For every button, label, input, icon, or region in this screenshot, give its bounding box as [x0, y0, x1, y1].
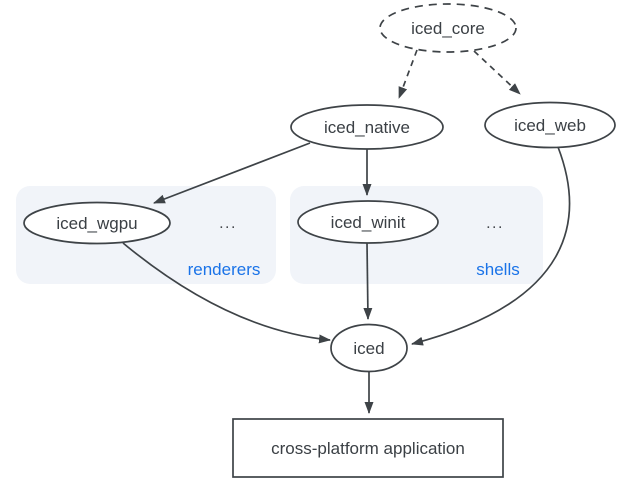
node-iced-wgpu-label: iced_wgpu	[56, 214, 137, 233]
node-iced-native	[290, 104, 444, 150]
node-application	[232, 418, 504, 478]
node-application-label: cross-platform application	[271, 439, 465, 458]
edge-iced-core-to-iced-web	[473, 50, 521, 95]
edge-iced-winit-to-iced	[363, 242, 373, 320]
node-iced	[330, 323, 408, 373]
node-iced-label: iced	[353, 339, 384, 358]
node-iced-wgpu	[23, 201, 171, 245]
group-shells-ellipsis: ...	[486, 215, 504, 232]
node-iced-winit-label: iced_winit	[331, 213, 406, 232]
node-iced-web-label: iced_web	[514, 116, 586, 135]
group-shells-label: shells	[476, 260, 519, 279]
edge-iced-web-to-iced	[411, 146, 571, 346]
node-iced-web	[484, 101, 616, 149]
edge-iced-core-to-iced-native	[398, 49, 418, 99]
group-renderers-ellipsis: ...	[219, 215, 237, 232]
group-renderers-label: renderers	[188, 260, 261, 279]
node-iced-native-label: iced_native	[324, 118, 410, 137]
node-iced-winit	[297, 200, 439, 244]
edge-iced-native-to-iced-wgpu	[153, 142, 311, 204]
node-iced-core-label: iced_core	[411, 19, 485, 38]
node-iced-core	[379, 3, 517, 53]
edge-iced-wgpu-to-iced	[122, 242, 331, 344]
